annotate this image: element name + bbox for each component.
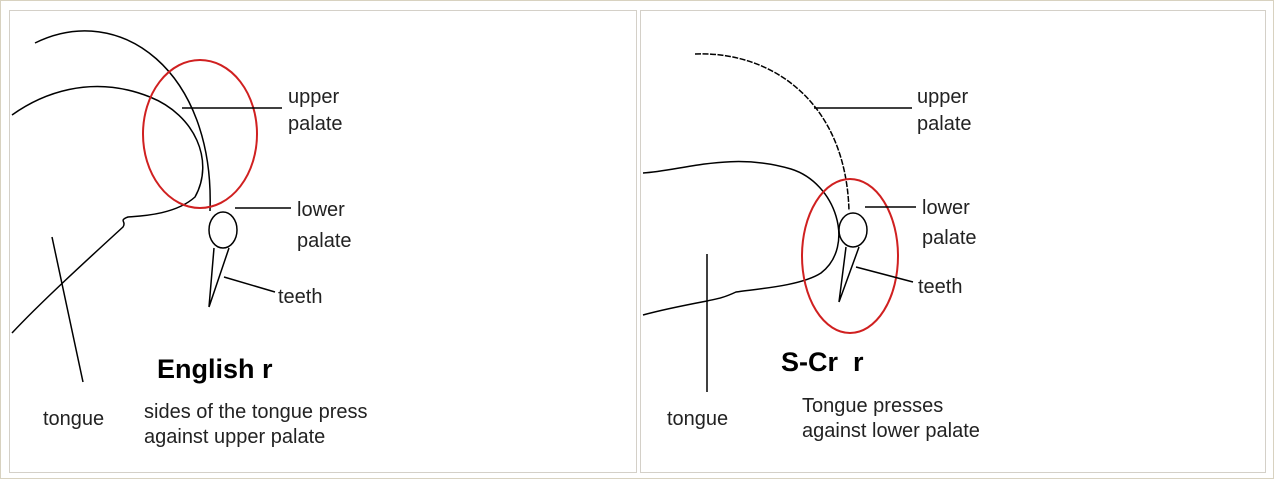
panel-s-cr-r: upper palate lower palate teeth tongue S…	[640, 10, 1266, 473]
caption-line-2: against upper palate	[144, 425, 325, 449]
lower-palate-shape	[839, 213, 867, 247]
caption-line-1: Tongue presses	[802, 394, 943, 418]
label-lower: lower	[922, 196, 970, 220]
panel-title: English r	[157, 354, 273, 385]
tongue-outline	[643, 162, 839, 315]
teeth-leader	[224, 277, 275, 292]
tongue-leader	[52, 237, 83, 382]
upper-palate-curve	[695, 54, 849, 211]
label-upper-palate: palate	[288, 112, 343, 136]
label-teeth: teeth	[278, 285, 322, 309]
teeth-leader	[856, 267, 913, 282]
label-lower-palate: palate	[297, 229, 352, 253]
lower-palate-shape	[209, 212, 237, 248]
label-upper-palate: palate	[917, 112, 972, 136]
label-teeth: teeth	[918, 275, 962, 299]
label-tongue: tongue	[43, 407, 104, 431]
tongue-outline	[12, 87, 203, 333]
label-lower: lower	[297, 198, 345, 222]
label-upper: upper	[917, 85, 968, 109]
label-lower-palate: palate	[922, 226, 977, 250]
panel-english-r: upper palate lower palate teeth tongue E…	[9, 10, 637, 473]
caption-line-2: against lower palate	[802, 419, 980, 443]
label-tongue: tongue	[667, 407, 728, 431]
caption-line-1: sides of the tongue press	[144, 400, 367, 424]
label-upper: upper	[288, 85, 339, 109]
teeth-shape	[839, 247, 859, 302]
highlight-circle	[802, 179, 898, 333]
panel-title: S-Cr r	[781, 347, 864, 378]
